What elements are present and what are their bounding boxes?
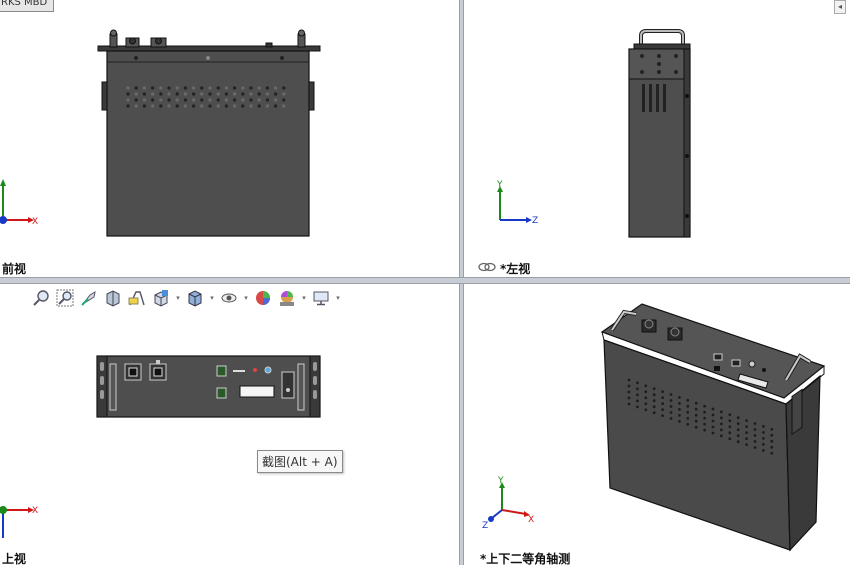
triad-top: X (0, 506, 38, 538)
viewport-left[interactable]: ◂ Y Z *左视 (464, 0, 850, 277)
iso-view-model (600, 303, 826, 552)
hide-show-icon[interactable] (218, 288, 240, 308)
viewport-iso[interactable]: Y X Z *上下二等角轴测 (464, 284, 850, 565)
view-label-front: 前视 (2, 262, 27, 276)
x-axis-label: X (528, 515, 534, 525)
heads-up-toolbar: ▾ ▾ ▾ ▾ ▾ (30, 288, 342, 308)
top-view-model (96, 355, 321, 418)
view-label-top: 上视 (2, 552, 27, 565)
y-axis-label: Y (496, 180, 503, 190)
left-view-model (628, 29, 691, 238)
view-label-left: *左视 (500, 262, 531, 276)
chevron-down-icon[interactable]: ▾ (176, 294, 180, 302)
dynamic-annotation-icon[interactable] (126, 288, 148, 308)
view-settings-icon[interactable] (310, 288, 332, 308)
edit-appearance-icon[interactable] (252, 288, 274, 308)
x-axis-label: X (32, 217, 38, 226)
previous-view-icon[interactable] (78, 288, 100, 308)
z-axis-label: Z (482, 521, 488, 528)
chevron-down-icon[interactable]: ▾ (302, 294, 306, 302)
triad-front: X (0, 179, 38, 226)
view-orientation-icon[interactable] (150, 288, 172, 308)
zoom-to-fit-icon[interactable] (30, 288, 52, 308)
z-axis-label: Z (532, 216, 538, 226)
link-icon[interactable] (478, 262, 496, 272)
screenshot-tooltip: 截图(Alt + A) (257, 450, 343, 473)
section-view-icon[interactable] (102, 288, 124, 308)
mbd-tab[interactable]: RKS MBD (0, 0, 55, 12)
vent-holes (126, 86, 286, 108)
collapse-icon[interactable]: ◂ (834, 0, 846, 14)
x-axis-label: X (32, 506, 38, 516)
triad-left: Y Z (496, 180, 538, 226)
apply-scene-icon[interactable] (276, 288, 298, 308)
vent-holes (627, 378, 774, 455)
display-style-icon[interactable] (184, 288, 206, 308)
chevron-down-icon[interactable]: ▾ (244, 294, 248, 302)
horizontal-splitter[interactable] (0, 277, 850, 284)
view-label-iso: *上下二等角轴测 (480, 552, 571, 565)
viewport-front[interactable]: RKS MBD X 前视 (0, 0, 459, 277)
zoom-to-area-icon[interactable] (54, 288, 76, 308)
front-view-model (97, 29, 321, 237)
chevron-down-icon[interactable]: ▾ (210, 294, 214, 302)
triad-iso: Y X Z (482, 476, 534, 528)
chevron-down-icon[interactable]: ▾ (336, 294, 340, 302)
viewport-top[interactable]: ▾ ▾ ▾ ▾ ▾ (0, 284, 459, 565)
y-axis-label: Y (497, 476, 504, 486)
